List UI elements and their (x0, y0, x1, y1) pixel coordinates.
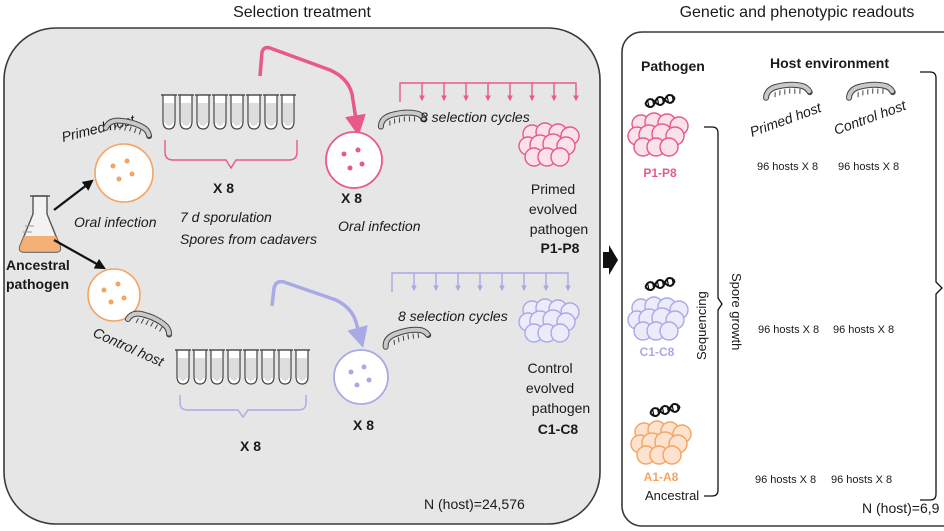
control-evolved-line2: evolved (526, 380, 574, 396)
hosts-count: 96 hosts X 8 (833, 324, 894, 336)
ancestral-label: Ancestral pathogen (6, 257, 74, 292)
a-code-label: A1-A8 (644, 470, 679, 484)
spore-growth-label: Spore growth (729, 273, 744, 350)
primed-code-label: P1-P8 (541, 240, 580, 256)
x8-label: X 8 (341, 190, 362, 206)
oral-infection-label: Oral infection (74, 214, 157, 230)
selection-cycles-label: 8 selection cycles (398, 308, 508, 324)
bracket-icon (920, 71, 943, 501)
bracket-icon (164, 140, 298, 170)
arrow-icon (53, 239, 106, 270)
sporulation-line1: 7 d sporulation (180, 209, 272, 225)
arrow-icon (603, 245, 618, 275)
hosts-count: 96 hosts X 8 (758, 324, 819, 336)
pathogen-title: Pathogen (641, 58, 705, 74)
sequencing-label: Sequencing (694, 291, 709, 360)
hosts-count: 96 hosts X 8 (838, 161, 899, 173)
ancestral-label-line2: pathogen (6, 276, 69, 292)
n-host-right: N (host)=6,9 (862, 500, 940, 516)
x8-label: X 8 (213, 180, 234, 196)
hosts-count: 96 hosts X 8 (831, 474, 892, 486)
primed-evolved-line1: Primed (531, 181, 575, 197)
control-evolved-line1: Control (527, 360, 572, 376)
arrow-icon (258, 45, 366, 137)
ancestral-label-line1: Ancestral (6, 257, 70, 273)
bracket-icon (179, 395, 307, 419)
n-host-left: N (host)=24,576 (424, 496, 525, 512)
flask-icon (18, 195, 62, 253)
primed-evolved-line2: evolved (529, 201, 577, 217)
host-environment-title: Host environment (770, 55, 889, 71)
control-evolved-line3: pathogen (532, 400, 590, 416)
selection-cycles-label: 8 selection cycles (420, 109, 530, 125)
petri-dish-icon (87, 268, 141, 322)
sporulation-line2: Spores from cadavers (180, 231, 317, 247)
ancestral-readout-label: Ancestral (645, 488, 699, 503)
c-code-label: C1-C8 (640, 345, 675, 359)
hosts-count: 96 hosts X 8 (755, 474, 816, 486)
readouts-panel (621, 31, 944, 527)
arrow-icon (270, 279, 368, 349)
selection-heading: Selection treatment (233, 4, 371, 21)
p-code-label: P1-P8 (643, 166, 677, 180)
hosts-count: 96 hosts X 8 (757, 161, 818, 173)
readouts-heading: Genetic and phenotypic readouts (680, 4, 915, 21)
primed-evolved-line3: pathogen (530, 221, 588, 237)
x8-label: X 8 (240, 438, 261, 454)
sporulation-label: 7 d sporulation Spores from cadavers (180, 209, 317, 247)
selection-panel (3, 27, 601, 525)
x8-label: X 8 (353, 417, 374, 433)
control-evolved-label: Control evolved pathogen (526, 360, 590, 416)
arrow-icon (53, 179, 94, 211)
oral-infection-label: Oral infection (338, 218, 421, 234)
petri-dish-icon (333, 349, 389, 405)
bracket-icon (704, 126, 723, 497)
petri-dish-icon (94, 143, 154, 203)
control-code-label: C1-C8 (538, 421, 579, 437)
selection-cycles-arrows (399, 82, 579, 102)
selection-cycles-arrows (391, 272, 571, 292)
primed-evolved-label: Primed evolved pathogen (529, 181, 588, 237)
petri-dish-icon (325, 131, 383, 189)
